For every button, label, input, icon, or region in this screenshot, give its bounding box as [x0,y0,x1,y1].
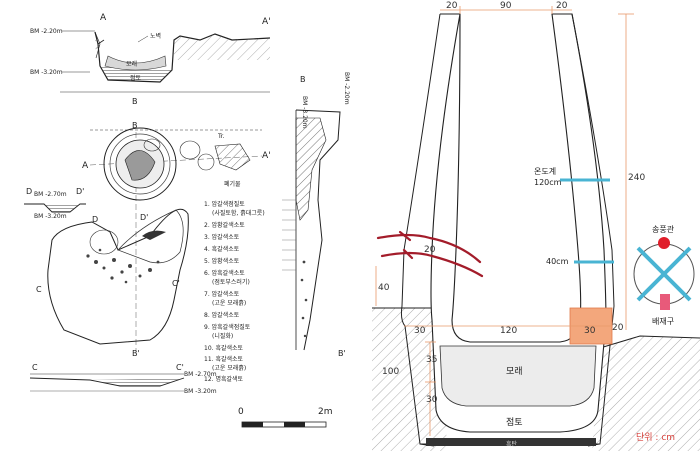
section-ab-bm-bottom: BM -3.20m [30,69,63,76]
plan-label-b: B [132,121,138,130]
section-bb-bm-bottom: BM -3.20m [301,96,308,129]
dim-pipe-in: 20 [424,245,436,255]
dim-height-right: 240 [628,173,645,183]
ground-right [592,336,700,451]
legend-item: 12. 명흑갈색토 [204,375,244,383]
plan-view: A A' B B' C C' D D' Tr. 폐기물 [36,121,271,358]
ground-left [372,308,450,451]
thermo-1-line2: 120cm [534,178,562,187]
dim-top-right: 20 [556,1,568,11]
thermo-2: 40cm [546,257,569,266]
legend: 1. 암갈색점질토 (사질토함, 흙대그릇) 2. 암황갈색소토 3. 암갈색소… [204,200,265,383]
section-ab: A A' BM -2.20m BM -3.20m 노벽 모래 점토 B [30,13,271,106]
section-bb-lines [282,199,296,271]
plan-label-c: C [36,285,42,294]
bottom-label: 흑탄 [506,440,518,448]
section-cc-label-c2: C' [176,363,184,372]
plan-label-a: A [82,161,89,171]
blower-dot [658,237,670,249]
unit-label: 단위 : cm [636,432,675,443]
dim-depth-30: 30 [426,395,438,405]
section-ab-layer-mid: 모래 [126,60,137,68]
dim-top-left: 20 [446,1,458,11]
legend-item: 3. 암갈색소토 [204,233,240,241]
legend-item: (점토부스러기) [212,278,250,286]
legend-item: 10. 흑갈색소토 [204,344,244,352]
legend-item: 8. 암갈색소토 [204,311,240,319]
left-drawing: A A' BM -2.20m BM -3.20m 노벽 모래 점토 B A A'… [24,13,350,428]
scale-bar: 0 2m [238,407,333,428]
section-ab-layer-bottom: 점토 [130,75,142,82]
legend-item: (니질화) [212,332,233,340]
section-dd-label-d2: D' [76,187,84,196]
legend-item: 7. 암갈색소토 [204,290,240,298]
section-bb: B B' BM -2.20m BM -3.20m [282,72,350,358]
thermo-1-line1: 온도계 [534,166,556,176]
legend-item: (고운 모래흙) [212,364,246,372]
section-cc-label-c: C [32,363,38,372]
section-ab-label-b: B [132,97,138,106]
section-ab-bm-top: BM -2.20m [30,28,63,35]
legend-item: (사질토함, 흙대그릇) [212,209,265,217]
plan-label-b2: B' [132,349,140,358]
legend-item: 2. 암황갈색소토 [204,221,245,229]
legend-item: (고운 모래흙) [212,299,246,307]
legend-item: 1. 암갈색점질토 [204,200,245,208]
section-dd-label-d: D [26,187,32,196]
section-ab-label-a: A [100,13,107,23]
vent-label: 배재구 [652,317,674,326]
dim-bottom-left: 30 [414,326,426,336]
section-dd: D D' BM -2.70m BM -3.20m [24,187,86,220]
dim-bottom-right-outer: 20 [612,323,624,333]
plan-label-d2: D' [140,213,148,222]
plan-pit-label: 폐기물 [224,180,241,188]
sand-label: 모래 [506,366,523,377]
legend-item: 4. 흑갈색소토 [204,245,240,253]
dim-bottom-mid: 120 [500,326,517,336]
plan-label-a2: A' [262,151,271,161]
blower-label: 송풍관 [652,224,675,234]
legend-item: 9. 암흑갈색점질토 [204,323,251,331]
section-ab-layer-top: 노벽 [150,32,161,40]
dim-depth-100: 100 [382,367,399,377]
section-ab-label-a2: A' [262,17,271,27]
plan-label-c2: C' [172,279,180,288]
section-bb-bm-top: BM -2.20m [343,72,350,105]
dim-left-height: 40 [378,283,390,293]
scale-end: 2m [318,407,333,417]
dim-bottom-right-inner: 30 [584,326,596,336]
vent-rect [660,294,670,310]
plan-label-d: D [92,215,98,224]
clay-label: 점토 [506,416,523,428]
section-cc: C C' BM -2.70m BM -3.20m [29,363,217,395]
blower-pipes [376,230,484,278]
plan-tr: Tr. [217,133,225,140]
bottom-band [426,438,596,446]
right-drawing: 모래 점토 흑탄 20 90 20 240 40 20 30 120 30 20… [372,1,700,451]
legend-item: 6. 암흑갈색소토 [204,269,245,277]
section-dd-bm-bottom: BM -3.20m [34,213,67,220]
dim-depth-35: 35 [426,355,437,365]
section-dd-bm-top: BM -2.70m [34,191,67,198]
scale-zero: 0 [238,407,244,417]
plan-stones [86,248,160,284]
dim-top-mid: 90 [500,1,512,11]
dimension-lines [375,6,634,436]
section-bb-label-b: B [300,75,306,84]
legend-item: 5. 암황색소토 [204,257,240,265]
sand-layer [439,345,597,407]
legend-item: 11. 흑갈색소토 [204,355,244,363]
section-cc-bm-top: BM -2.70m [184,371,217,378]
blower-diagram: 송풍관 배재구 [633,224,695,326]
section-bb-label-b2: B' [338,349,346,358]
section-cc-bm-bottom: BM -3.20m [184,388,217,395]
